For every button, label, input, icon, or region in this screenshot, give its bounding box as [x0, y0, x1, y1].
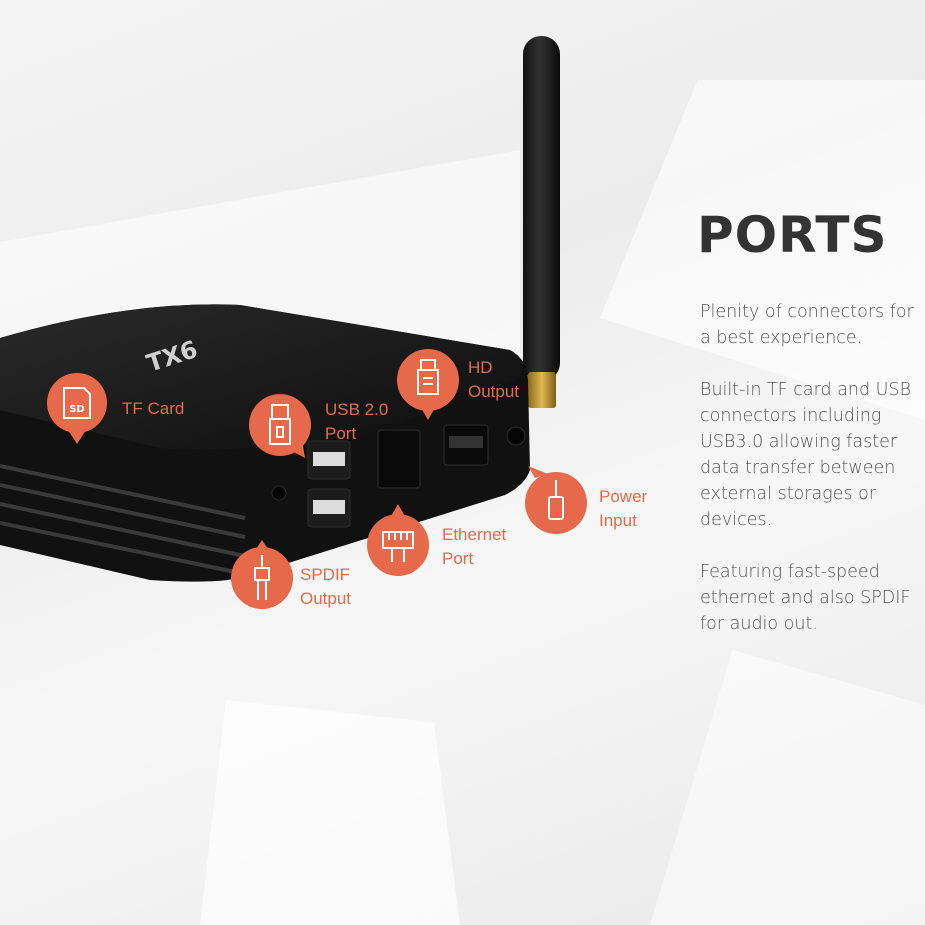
ethernet-icon	[382, 531, 414, 562]
background-shard	[200, 700, 460, 925]
description-paragraph: Featuring fast-speed ethernet and also S…	[700, 562, 911, 634]
usb-icon	[269, 404, 291, 445]
power-input-callout	[525, 466, 587, 534]
description-paragraph: Built-in TF card and USB connectors incl…	[700, 380, 912, 530]
hdmi-icon	[417, 359, 439, 395]
description-paragraph: Plenity of connectors for a best experie…	[700, 302, 914, 348]
hd-output-callout	[397, 349, 459, 420]
sd-card-icon: SD	[63, 387, 91, 419]
audio-plug-icon	[254, 555, 270, 600]
antenna	[523, 36, 560, 408]
tf-card-callout: SD	[47, 373, 107, 444]
page-title: PORTS	[697, 206, 888, 264]
svg-text:SD: SD	[69, 404, 85, 415]
usb-callout	[249, 394, 311, 458]
spdif-callout	[231, 540, 293, 609]
tf-card-label: TF Card	[122, 399, 185, 418]
ethernet-callout	[367, 504, 429, 576]
ports-description-panel: PORTS Plenity of connectors for a best e…	[697, 205, 925, 663]
power-plug-icon	[548, 480, 564, 520]
